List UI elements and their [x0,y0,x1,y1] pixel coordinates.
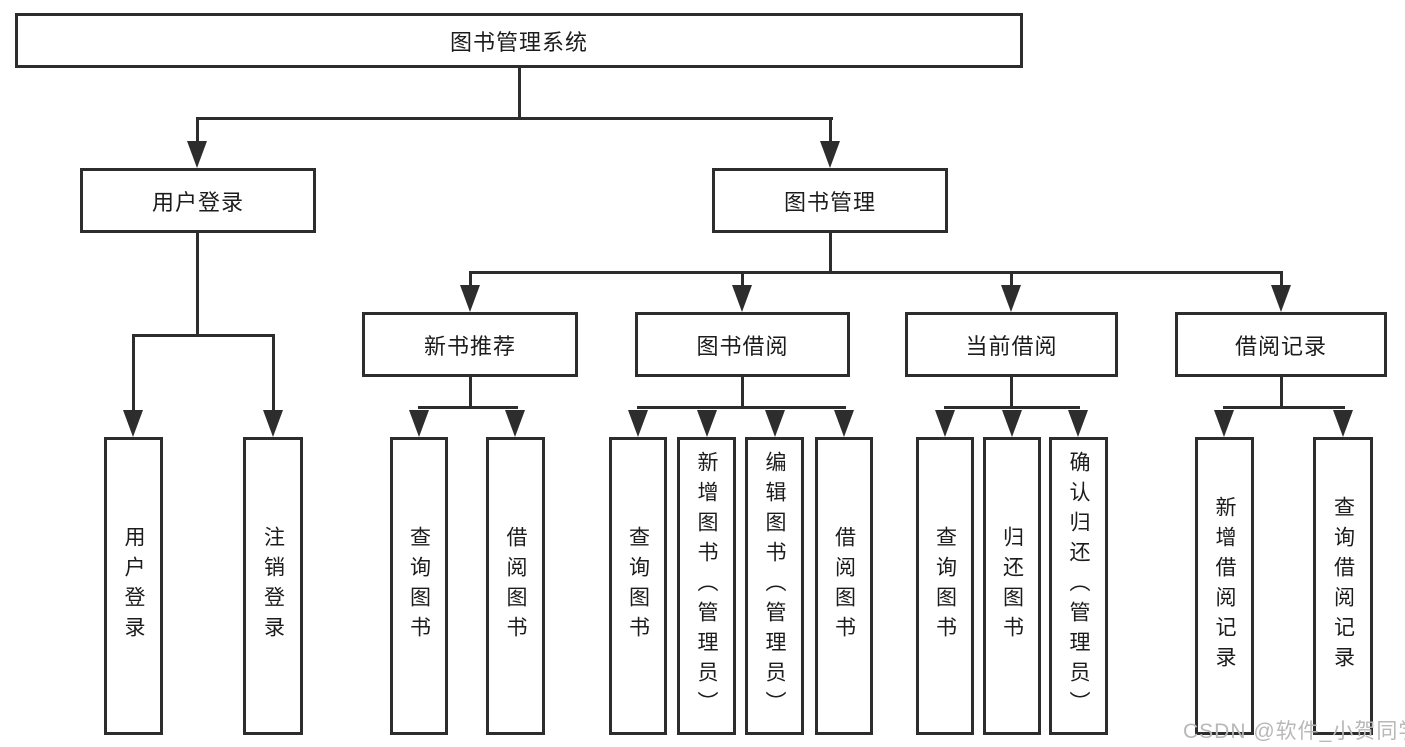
arrow-down-icon [1002,410,1022,437]
connector-line [741,377,744,409]
connector-line [196,117,833,120]
connector-line [196,117,199,144]
node-current-query-books: 查询图书 [916,437,974,735]
leaf-label: 借阅图书 [504,526,527,646]
arrow-down-icon [732,285,752,312]
arrow-down-icon [409,410,429,437]
node-new-book-recommendation: 新书推荐 [362,312,578,377]
leaf-label: 归还图书 [1000,526,1024,646]
leaf-label: 编辑图书（管理员） [763,451,786,721]
node-borrowing-edit-books-admin: 编辑图书（管理员） [745,437,804,735]
leaf-label: 借阅图书 [832,526,856,646]
leaf-label: 新增借阅记录 [1213,496,1236,676]
node-records-add-record: 新增借阅记录 [1195,437,1254,735]
connector-line [1280,377,1283,409]
arrow-down-icon [765,410,785,437]
connector-line [637,406,846,409]
node-current-return-books: 归还图书 [983,437,1041,735]
arrow-down-icon [1333,410,1353,437]
arrow-down-icon [263,410,283,437]
connector-line [132,334,275,337]
node-user-login: 用户登录 [80,168,316,233]
node-recommend-borrow-books: 借阅图书 [486,437,545,735]
connector-line [272,334,275,413]
node-borrowing-add-books-admin: 新增图书（管理员） [677,437,736,735]
connector-line [132,334,135,413]
node-borrowing-borrow-books: 借阅图书 [815,437,873,735]
connector-line [418,406,518,409]
leaf-label: 确认归还（管理员） [1067,451,1090,721]
watermark: CSDN @软件_小贺同学 [1183,720,1405,743]
arrow-down-icon [1214,410,1234,437]
node-user-login-action: 用户登录 [104,437,163,735]
node-current-borrowing: 当前借阅 [905,312,1118,377]
arrow-down-icon [935,410,955,437]
connector-line [1010,377,1013,409]
connector-line [518,68,521,120]
node-records-query-record: 查询借阅记录 [1313,437,1373,735]
connector-line [829,117,832,144]
node-recommend-query-books: 查询图书 [390,437,448,735]
arrow-down-icon [187,141,207,168]
leaf-label: 查询图书 [407,526,431,646]
leaf-label: 注销登录 [261,526,285,646]
arrow-down-icon [820,141,840,168]
arrow-down-icon [1068,410,1088,437]
node-book-borrowing: 图书借阅 [635,312,850,377]
connector-line [1010,271,1013,288]
arrow-down-icon [1271,285,1291,312]
leaf-label: 查询图书 [933,526,957,646]
connector-line [829,233,832,274]
connector-line [469,271,472,288]
connector-line [1223,406,1345,409]
connector-line [741,271,744,288]
node-library-system: 图书管理系统 [15,13,1023,68]
connector-line [469,377,472,409]
node-borrowing-query-books: 查询图书 [609,437,667,735]
connector-line [196,233,199,337]
connector-line [1280,271,1283,288]
leaf-label: 查询图书 [626,526,650,646]
node-borrowing-records: 借阅记录 [1175,312,1387,377]
leaf-label: 查询借阅记录 [1331,496,1355,676]
connector-line [944,406,1080,409]
arrow-down-icon [123,410,143,437]
arrow-down-icon [628,410,648,437]
connector-line [469,271,1283,274]
arrow-down-icon [834,410,854,437]
arrow-down-icon [1001,285,1021,312]
arrow-down-icon [505,410,525,437]
node-logout-action: 注销登录 [243,437,303,735]
leaf-label: 新增图书（管理员） [695,451,718,721]
arrow-down-icon [460,285,480,312]
node-current-confirm-return-admin: 确认归还（管理员） [1049,437,1108,735]
arrow-down-icon [697,410,717,437]
node-book-management: 图书管理 [712,168,948,233]
leaf-label: 用户登录 [122,526,145,646]
